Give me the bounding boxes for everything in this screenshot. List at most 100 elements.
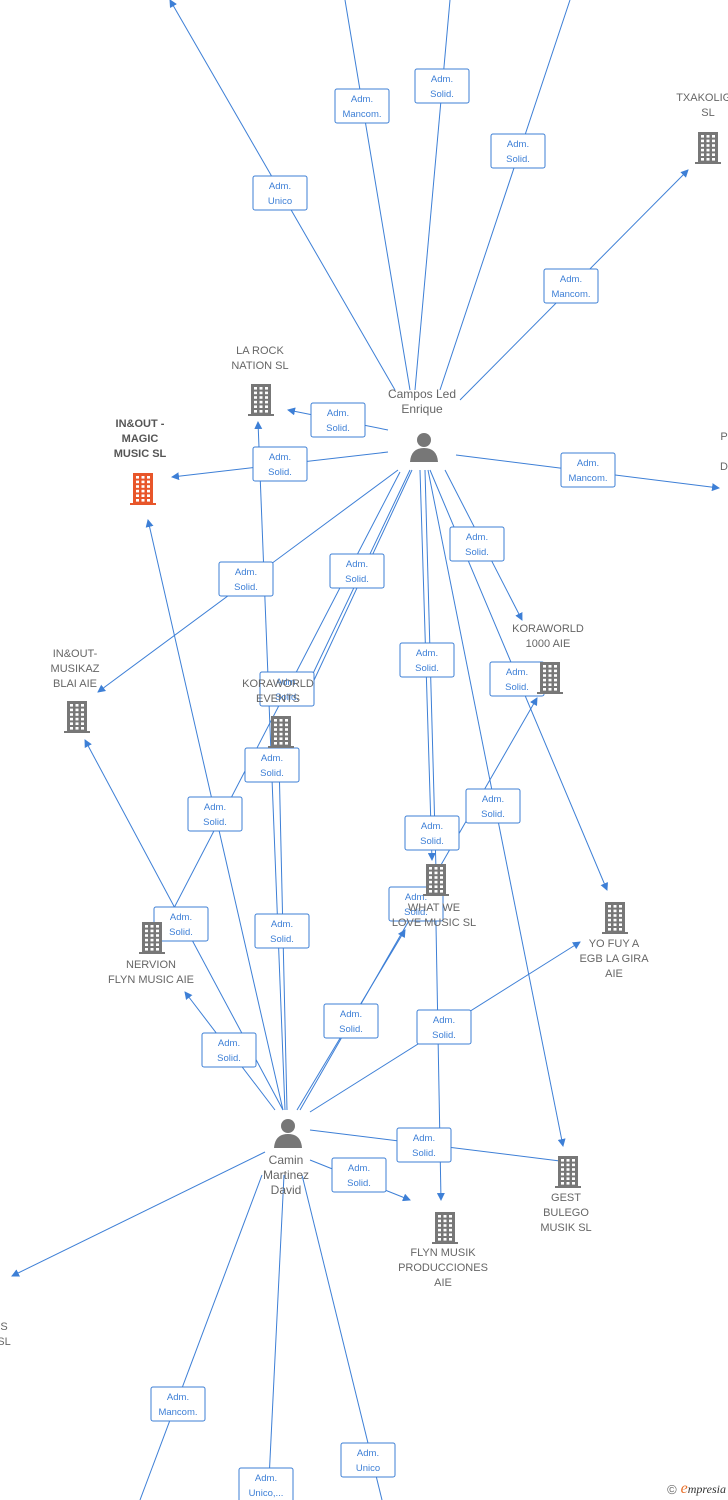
company-label: BLAI AIE [53, 678, 97, 690]
role-badge-text: Solid. [415, 663, 439, 674]
role-badge-text: Solid. [275, 692, 299, 703]
building-icon[interactable] [423, 864, 449, 896]
role-badge[interactable]: Adm.Solid. [416, 1009, 472, 1045]
building-icon[interactable] [432, 1212, 458, 1244]
role-badge-text: Solid. [217, 1053, 241, 1064]
company-node-p_right[interactable]: PD [720, 431, 728, 473]
role-badge-text: Adm. [348, 1163, 370, 1174]
building-icon[interactable] [555, 1156, 581, 1188]
role-badge-text: Adm. [431, 74, 453, 85]
role-badge-text: Adm. [170, 912, 192, 923]
role-badge[interactable]: Adm.Solid. [489, 661, 545, 697]
role-badge[interactable]: Adm. Solid. [331, 1157, 387, 1193]
role-badge[interactable]: Adm.Solid. [259, 671, 315, 707]
company-label: KORAWORLD [242, 678, 314, 690]
role-badge[interactable]: Adm.Solid. [310, 402, 366, 438]
role-badge-text: Unico [268, 196, 292, 207]
role-badge[interactable]: Adm.Unico [340, 1442, 396, 1478]
role-badge[interactable]: Adm.Solid. [396, 1127, 452, 1163]
person-icon[interactable] [410, 433, 438, 462]
footer-brand[interactable]: © empresia [667, 1480, 726, 1498]
company-label: MUSIC SL [114, 448, 167, 460]
role-badge[interactable]: Adm. Solid. [254, 913, 310, 949]
building-icon[interactable] [268, 716, 294, 748]
role-badge-text: Adm. [340, 1009, 362, 1020]
company-label: GEST [551, 1192, 581, 1204]
role-badge[interactable]: Adm.Mancom. [543, 268, 599, 304]
role-badge[interactable]: Adm.Solid. [244, 747, 300, 783]
role-badge-text: Adm. [351, 94, 373, 105]
company-label: P [720, 431, 727, 443]
relationship-edge [139, 1174, 263, 1500]
person-label: Camin [269, 1153, 304, 1167]
role-badge[interactable]: Adm.Solid. [329, 553, 385, 589]
person-label: Martinez [263, 1168, 309, 1182]
role-badge[interactable]: Adm.Solid. [465, 788, 521, 824]
role-badge-text: Solid. [268, 467, 292, 478]
role-badge[interactable]: Adm.Solid. [218, 561, 274, 597]
role-badge-text: Solid. [326, 423, 350, 434]
company-label: MUSIK SL [540, 1222, 591, 1234]
company-node-left_bottom[interactable]: SSL [0, 1321, 11, 1348]
role-badge-text: Solid. [432, 1030, 456, 1041]
role-badge[interactable]: Adm.Solid. [153, 906, 209, 942]
role-badge-text: Unico [356, 1463, 380, 1474]
relationship-edge [439, 0, 571, 391]
role-badge-text: Adm. [271, 919, 293, 930]
role-badge-text: Solid. [260, 768, 284, 779]
company-label: LA ROCK [236, 345, 284, 357]
role-badge[interactable]: Adm.Solid. [201, 1032, 257, 1068]
role-badge[interactable]: Adm.Solid. [449, 526, 505, 562]
role-badge-text: Solid. [270, 934, 294, 945]
role-badge-text: Solid. [420, 836, 444, 847]
building-icon[interactable] [64, 701, 90, 733]
company-node-txakoligo[interactable]: TXAKOLIGOSL [676, 92, 728, 164]
building-icon[interactable] [139, 922, 165, 954]
role-badge[interactable]: Adm.Mancom. [150, 1386, 206, 1422]
building-icon[interactable] [248, 384, 274, 416]
building-icon[interactable] [130, 473, 156, 505]
role-badge-text: Unico,... [249, 1488, 284, 1499]
role-badge-text: Adm. [466, 532, 488, 543]
role-badge[interactable]: Adm.Unico,... [238, 1467, 294, 1500]
role-badge-text: Solid. [347, 1178, 371, 1189]
role-badge-text: Solid. [506, 154, 530, 165]
role-badge[interactable]: Adm.Mancom. [560, 452, 616, 488]
building-icon[interactable] [695, 132, 721, 164]
building-icon[interactable] [537, 662, 563, 694]
role-badge[interactable]: Adm.Solid. [187, 796, 243, 832]
person-icon[interactable] [274, 1119, 302, 1148]
role-badge[interactable]: Adm.Solid. [399, 642, 455, 678]
role-badge[interactable]: Adm.Solid. [404, 815, 460, 851]
role-badge[interactable]: Adm.Unico [252, 175, 308, 211]
building-icon[interactable] [602, 902, 628, 934]
role-badge[interactable]: Adm. Solid. [323, 1003, 379, 1039]
role-badge-text: Solid. [234, 582, 258, 593]
role-badge-text: Solid. [339, 1024, 363, 1035]
role-badge[interactable]: Adm.Solid. [490, 133, 546, 169]
relationship-edge [344, 0, 411, 391]
role-badge[interactable]: Adm.Mancom. [334, 88, 390, 124]
relationship-edge [414, 0, 451, 391]
person-label: David [271, 1183, 302, 1197]
role-badge[interactable]: Adm.Solid. [252, 446, 308, 482]
role-badge[interactable]: Adm.Solid. [414, 68, 470, 104]
role-badge-text: Adm. [506, 667, 528, 678]
company-label: KORAWORLD [512, 623, 584, 635]
role-badge-text: Adm. [482, 794, 504, 805]
role-badge-text: Solid. [203, 817, 227, 828]
edge-layer [11, 0, 720, 1500]
